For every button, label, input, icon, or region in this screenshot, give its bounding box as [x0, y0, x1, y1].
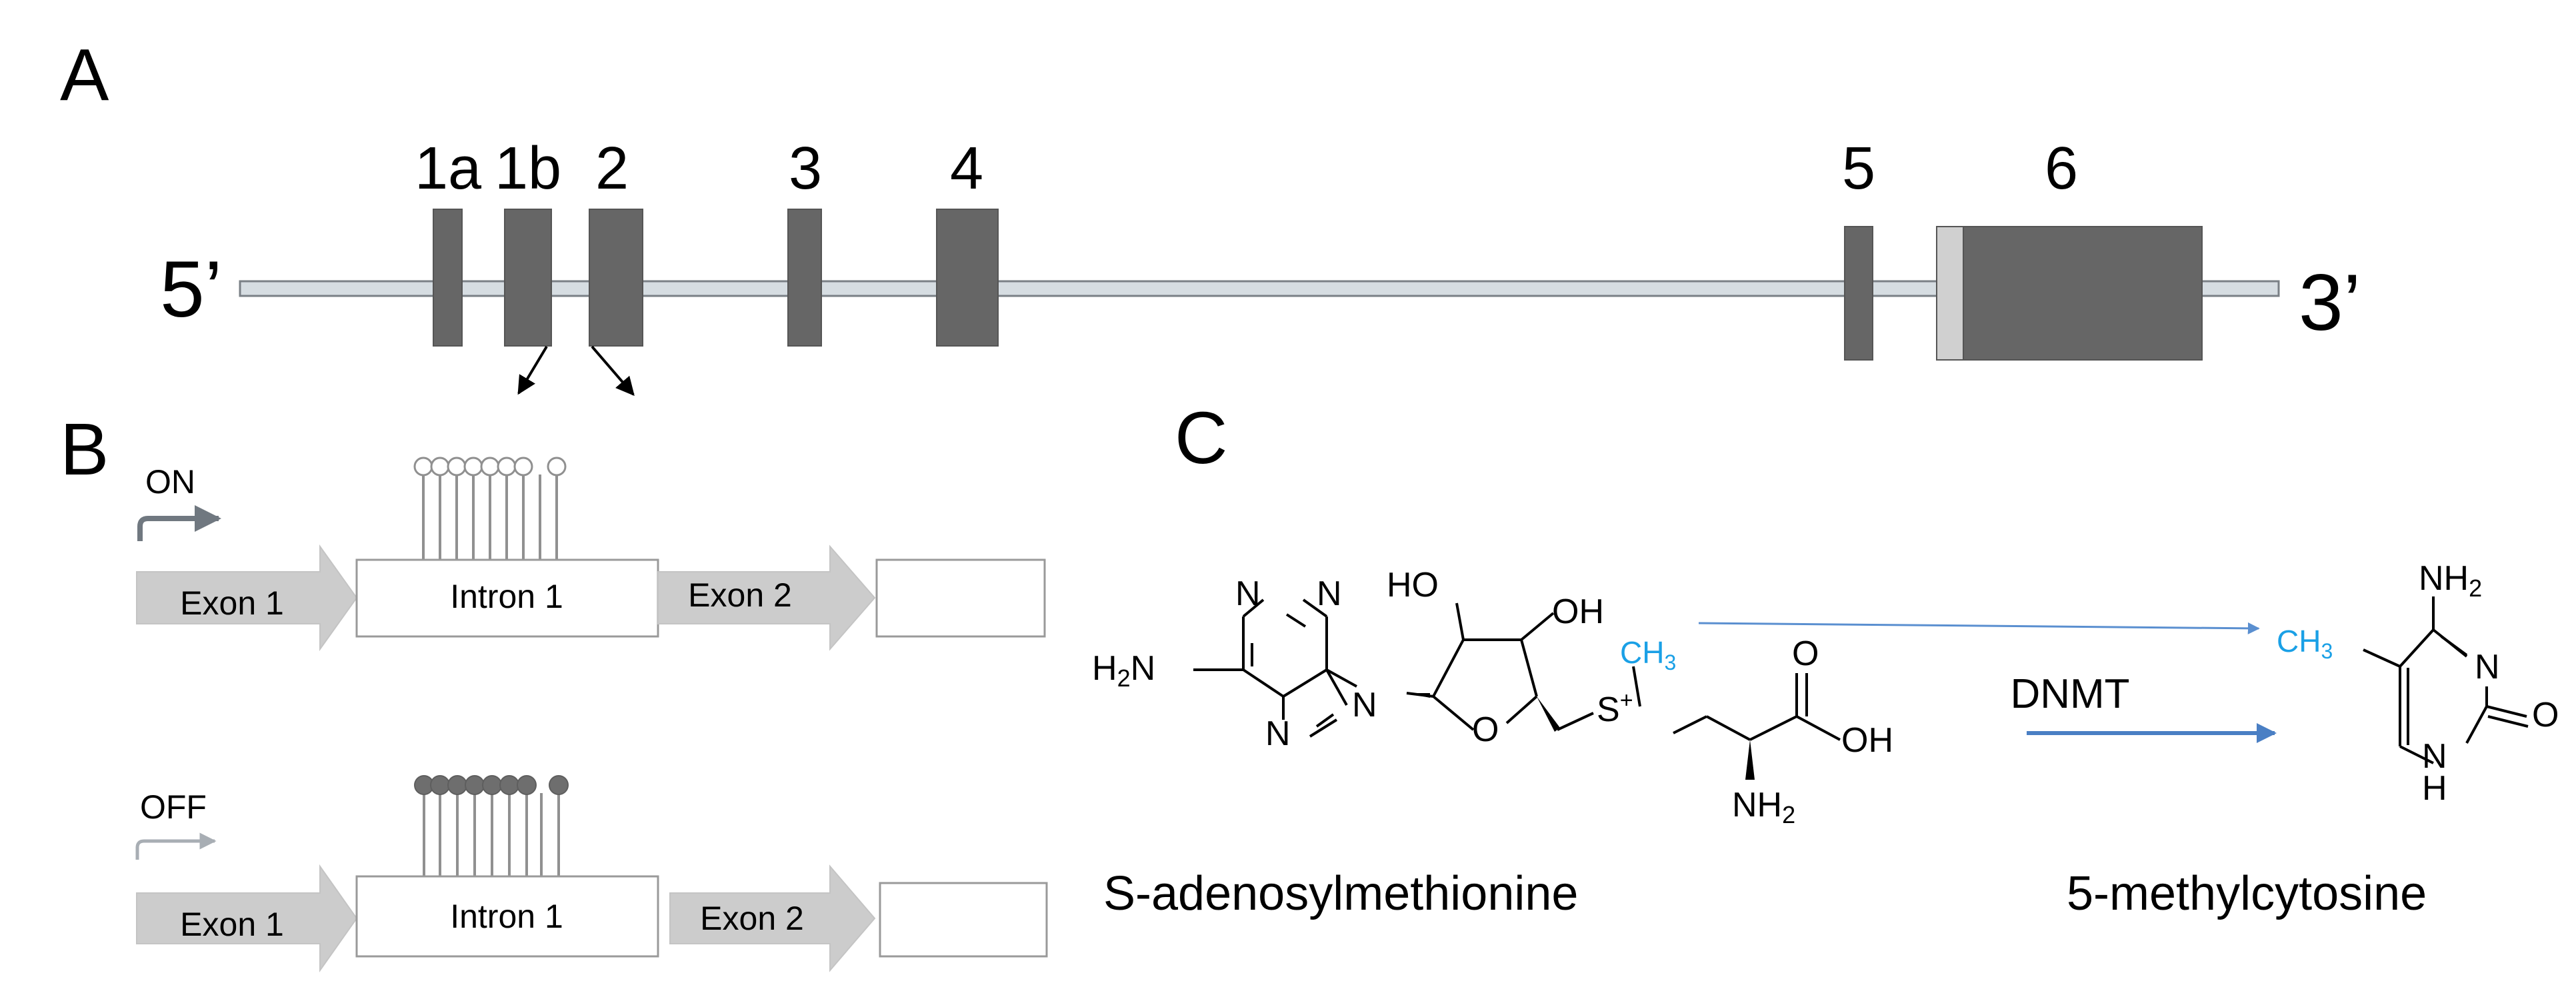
intron1-on-label: Intron 1 [450, 578, 563, 615]
sam-atom-ho: HO [1387, 566, 1439, 604]
exon-label-2: 2 [595, 135, 629, 202]
five-prime-end: 5’ [160, 245, 222, 334]
exon-1a [433, 209, 463, 347]
sam-atom-n7: N [1265, 714, 1291, 753]
state-off-row: OFF Exon 1 [135, 775, 1048, 973]
exon-6-utr [1936, 226, 1965, 361]
exon2-off-arrow [669, 864, 876, 972]
exon1-on-label: Exon 1 [180, 584, 284, 622]
cpg-unmethylated-icon [513, 457, 533, 477]
zoom-arrow-left [517, 345, 548, 395]
zoom-arrow-right [591, 345, 635, 397]
state-off-label: OFF [140, 788, 207, 826]
gene-backbone [239, 280, 2280, 297]
cpg-unmethylated-icon [480, 457, 500, 477]
exon1-on-arrow [136, 544, 358, 652]
methyl-transfer-arrow [1698, 622, 2260, 634]
product-structure [2363, 596, 2529, 764]
exon-label-1a: 1a [415, 135, 482, 202]
product-atom-n3: N [2475, 648, 2500, 686]
intron1-off-box [355, 875, 659, 958]
sam-atom-sulfur: S+ [1597, 688, 1633, 729]
cpg-lollipops-off [414, 775, 569, 876]
exon-label-5: 5 [1842, 135, 1875, 202]
exon-4 [936, 209, 999, 347]
panel-c-label: C [1175, 397, 1227, 479]
sam-atom-n9: N [1352, 686, 1377, 724]
cpg-unmethylated-icon [430, 457, 450, 477]
state-on-row: ON Exon 1 [136, 457, 1046, 652]
exon-label-3: 3 [789, 135, 822, 202]
exon1-off-label: Exon 1 [180, 906, 284, 943]
three-prime-end: 3’ [2299, 258, 2361, 347]
cpg-methylated-icon [517, 775, 537, 795]
cpg-lollipops-on [413, 457, 567, 560]
product-name: 5-methylcytosine [2067, 867, 2427, 920]
exon-3 [787, 209, 822, 347]
cpg-unmethylated-icon [413, 457, 433, 477]
enzyme-label: DNMT [2010, 671, 2129, 717]
sam-name: S-adenosylmethionine [1103, 867, 1578, 920]
cpg-unmethylated-icon [447, 457, 467, 477]
cpg-methylated-icon [549, 775, 569, 795]
sam-atom-methyl: CH3 [1620, 635, 1676, 674]
exon2-off-label: Exon 2 [700, 900, 804, 937]
downstream-on-box [875, 558, 1046, 638]
sam-atom-carbonyl-o: O [1792, 634, 1819, 673]
cpg-methylated-icon [482, 775, 502, 795]
cpg-unmethylated-icon [547, 457, 567, 477]
product-atom-h: H [2422, 769, 2447, 808]
sam-atom-ring-o: O [1472, 710, 1499, 749]
promoter-off-arrow-icon [135, 832, 217, 860]
exon-label-1b: 1b [495, 135, 561, 202]
cpg-methylated-icon [499, 775, 519, 795]
intron1-off-label: Intron 1 [450, 898, 563, 935]
cpg-methylated-icon [465, 775, 485, 795]
product-atom-methyl: CH3 [2277, 624, 2333, 663]
panel-a: A 5’ 3’ 1a 1b 2 3 4 5 6 [60, 34, 2361, 397]
product-atom-carbonyl-o: O [2532, 696, 2559, 734]
cpg-unmethylated-icon [463, 457, 483, 477]
sam-structure [1193, 598, 1841, 780]
exon2-on-label: Exon 2 [688, 576, 792, 614]
sam-atom-alpha-amine: NH2 [1732, 786, 1795, 828]
exon-5 [1844, 226, 1873, 361]
panel-b-label: B [60, 409, 109, 491]
sam-atom-n3: N [1317, 574, 1342, 613]
panel-b: B ON [60, 409, 1048, 973]
sam-atom-n1: N [1235, 574, 1261, 613]
exon-1b [504, 209, 552, 347]
panel-a-label: A [60, 34, 109, 116]
product-atom-nh: N [2422, 737, 2447, 776]
sam-atom-oh: OH [1552, 592, 1604, 631]
exon-label-4: 4 [950, 135, 983, 202]
panel-c: C [1092, 397, 2559, 920]
state-on-label: ON [145, 463, 195, 500]
sam-atom-acid-oh: OH [1841, 721, 1893, 760]
exon-6 [1963, 226, 2203, 361]
cpg-unmethylated-icon [497, 457, 517, 477]
sam-atom-amine: H2N [1092, 649, 1155, 692]
exon1-off-arrow [136, 864, 358, 973]
downstream-off-box [879, 882, 1048, 958]
promoter-on-arrow-icon [137, 505, 221, 541]
exon-label-6: 6 [2045, 135, 2078, 202]
cpg-methylated-icon [447, 775, 467, 795]
product-atom-amine: NH2 [2419, 559, 2482, 602]
exon-2 [589, 209, 643, 347]
exon2-on-arrow [657, 544, 876, 651]
cpg-methylated-icon [430, 775, 450, 795]
